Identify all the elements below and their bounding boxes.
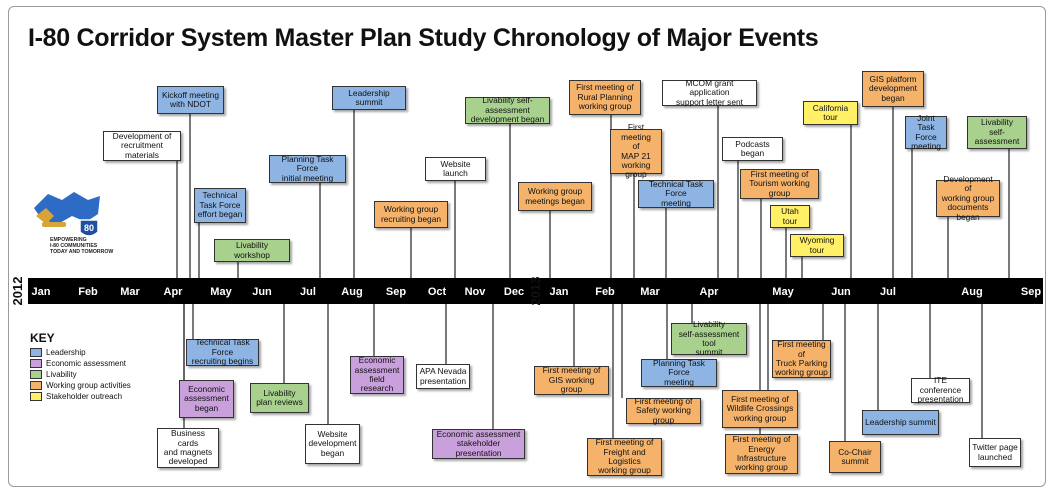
event-box: Livability workshop — [214, 239, 290, 262]
key-swatch — [30, 392, 42, 401]
month-label: Apr — [700, 286, 720, 298]
event-box: Working group recruiting began — [374, 201, 448, 228]
event-box: First meeting of GIS working group — [534, 366, 609, 395]
event-box: First meeting of Freight and Logistics w… — [587, 437, 662, 476]
logo-graphic: 80 — [34, 192, 100, 237]
timeline-band-2013 — [546, 278, 1043, 304]
event-box: Utah tour — [770, 205, 810, 228]
event-box: First meeting of Energy Infrastructure w… — [725, 434, 798, 474]
month-label: Dec — [504, 286, 524, 298]
shield-number: 80 — [84, 223, 94, 233]
event-box: APA Nevada presentation — [416, 364, 470, 389]
event-box: Working group meetings began — [518, 182, 592, 211]
key-item-livability: Livability — [30, 370, 77, 379]
key-label: Working group activities — [46, 381, 131, 390]
timeline-band-2012 — [28, 278, 553, 304]
month-label: Jul — [300, 286, 316, 298]
key-item-outreach: Stakeholder outreach — [30, 392, 122, 401]
event-box: First meeting of Truck Parking working g… — [772, 339, 831, 378]
event-box: First meeting of Safety working group — [626, 396, 701, 424]
month-label: Mar — [640, 286, 660, 298]
event-box: Livability self-assessment development b… — [465, 96, 550, 124]
event-box: Economic assessment stakeholder presenta… — [432, 429, 525, 459]
event-box: GIS platform development began — [862, 71, 924, 107]
event-box: First meeting of Tourism working group — [740, 169, 819, 199]
event-box: Economic assessment began — [179, 380, 234, 418]
event-box: Technical Task Force effort began — [194, 188, 246, 223]
event-box: Joint Task Force meeting — [905, 113, 947, 151]
key-swatch — [30, 370, 42, 379]
event-box: Podcasts began — [722, 137, 783, 161]
month-label: Feb — [78, 286, 98, 298]
event-box: Planning Task Force meeting — [641, 358, 717, 387]
key-item-leadership: Leadership — [30, 348, 86, 357]
month-label: Jul — [880, 286, 896, 298]
month-label: May — [210, 286, 232, 298]
month-label: Aug — [961, 286, 982, 298]
key-swatch — [30, 348, 42, 357]
event-box: Technical Task Force recruiting begins — [186, 338, 259, 366]
logo-tagline-line: I-80 COMMUNITIES — [50, 242, 98, 249]
key-swatch — [30, 359, 42, 368]
event-box: First meeting of Rural Planning working … — [569, 80, 641, 115]
month-label: Sep — [1021, 286, 1041, 298]
event-box: Development of recruitment materials — [103, 131, 181, 161]
interstate-shield-icon — [79, 219, 99, 237]
event-box: Livability self-assessment — [967, 116, 1027, 149]
event-box: First meeting of Wildlife Crossings work… — [722, 390, 798, 428]
key-item-economic: Economic assessment — [30, 359, 126, 368]
key-item-working: Working group activities — [30, 381, 131, 390]
event-box: Leadership summit — [332, 86, 406, 110]
month-label: Nov — [465, 286, 487, 298]
event-box: Development of working group documents b… — [936, 174, 1000, 221]
month-label: Jan — [550, 286, 569, 298]
key-label: Stakeholder outreach — [46, 392, 123, 401]
key-swatch — [30, 381, 42, 390]
logo-tagline: EMPOWERING I-80 COMMUNITIES TODAY AND TO… — [50, 237, 114, 256]
key-shape — [36, 208, 54, 224]
key-title: KEY — [30, 331, 55, 345]
event-box: Planning Task Force initial meeting — [269, 154, 346, 183]
event-box: First meeting of MAP 21 working group — [610, 122, 662, 179]
event-box: MCOM grant application support letter se… — [662, 78, 757, 106]
year-label-2012: 2012 — [10, 277, 25, 306]
month-label: Feb — [595, 286, 615, 298]
key-label: Leadership — [46, 348, 86, 357]
event-box: California tour — [803, 101, 858, 125]
month-label: Jun — [831, 286, 851, 298]
event-box: Website development began — [305, 424, 360, 464]
event-box: Economic assessment field research — [350, 355, 404, 394]
key-label: Livability — [46, 370, 77, 379]
month-label: May — [772, 286, 794, 298]
event-box: Livability plan reviews — [250, 383, 309, 413]
year-label-2013: 2013 — [528, 277, 543, 306]
event-box: Wyoming tour — [790, 234, 844, 257]
logo-tagline-line: EMPOWERING — [50, 237, 87, 243]
event-box: ITE conference presentation — [911, 376, 970, 404]
month-label: Sep — [386, 286, 406, 298]
month-label: Jun — [252, 286, 272, 298]
event-box: Technical Task Force meeting — [638, 179, 714, 208]
logo-tagline-line: TODAY AND TOMORROW — [50, 248, 114, 255]
month-label: Aug — [341, 286, 362, 298]
event-box: Twitter page launched — [969, 438, 1021, 467]
diagram-title: I-80 Corridor System Master Plan Study C… — [28, 24, 819, 52]
event-box: Business cards and magnets developed — [157, 428, 219, 468]
event-box: Livability self-assessment tool summit — [671, 319, 747, 357]
key-label: Economic assessment — [46, 359, 127, 368]
month-label: Jan — [32, 286, 51, 298]
month-label: Oct — [428, 286, 447, 298]
diagram-frame — [8, 6, 1046, 487]
event-box: Leadership summit — [862, 410, 939, 435]
event-box: Co-Chair summit — [829, 441, 881, 473]
event-box: Website launch — [425, 157, 486, 181]
event-box: Kickoff meeting with NDOT — [157, 86, 224, 114]
key-shaft — [42, 222, 66, 227]
month-label: Mar — [120, 286, 140, 298]
month-label: Apr — [164, 286, 184, 298]
